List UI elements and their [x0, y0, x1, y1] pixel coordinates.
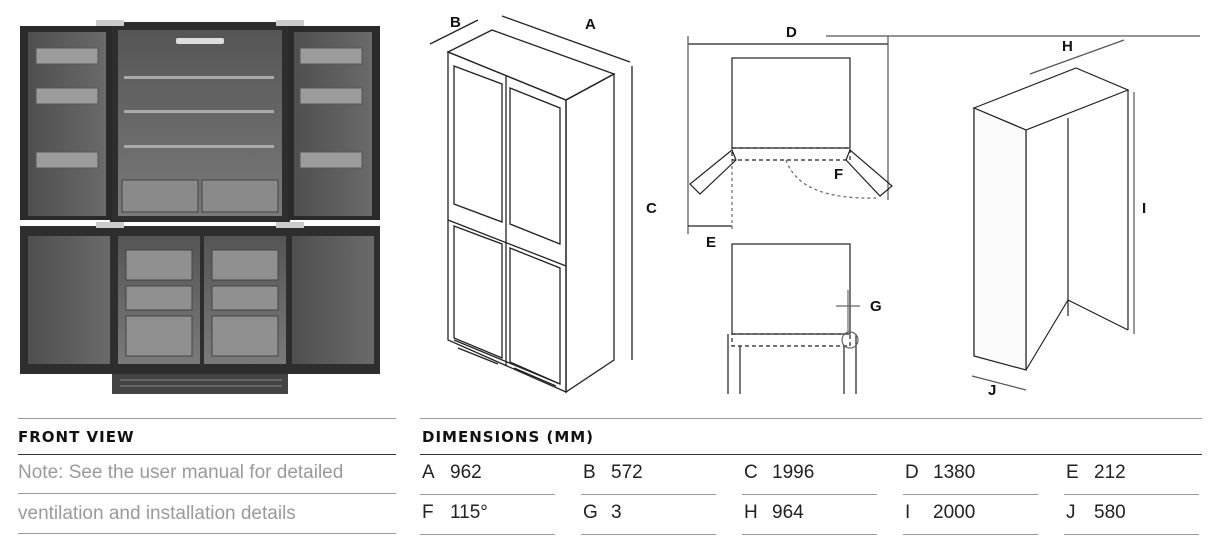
dimension-cell-b: B 572: [581, 454, 716, 495]
dimension-key: G: [583, 502, 598, 523]
dimension-value: 1996: [772, 462, 815, 483]
label-j: J: [988, 382, 997, 399]
dimension-value: 115°: [450, 502, 488, 523]
front-view-header-rule: [18, 454, 396, 455]
label-g: G: [870, 298, 882, 315]
isometric-fridge-drawing: [429, 15, 633, 394]
dimension-cell-j: J 580: [1064, 494, 1199, 535]
label-h: H: [1062, 38, 1073, 55]
dimension-key: A: [422, 462, 435, 483]
dimension-cell-d: D 1380: [903, 454, 1038, 495]
dimension-key: E: [1066, 462, 1079, 483]
dimension-value: 580: [1094, 502, 1126, 523]
cabinet-niche-drawing: [971, 39, 1135, 391]
dimension-cell-g: G 3: [581, 494, 716, 535]
dimension-key: F: [422, 502, 434, 523]
dimension-value: 2000: [933, 502, 976, 523]
dimension-key: C: [744, 462, 758, 483]
label-e: E: [706, 234, 717, 251]
dimensions-top-rule: [420, 418, 1202, 419]
label-c: C: [646, 200, 657, 217]
ventilation-note-line-1: Note: See the user manual for detailed: [18, 462, 344, 483]
dimension-key: J: [1066, 502, 1076, 523]
ventilation-note-line-2: ventilation and installation details: [18, 503, 296, 524]
dimension-value: 1380: [933, 462, 976, 483]
dimension-key: D: [905, 462, 919, 483]
dimension-cell-e: E 212: [1064, 454, 1199, 495]
note-divider: [18, 493, 396, 494]
dimension-cell-a: A 962: [420, 454, 555, 495]
label-a: A: [585, 16, 596, 33]
dimension-value: 3: [611, 502, 622, 523]
gap-detail-drawing: [727, 243, 860, 394]
dimension-key: H: [744, 502, 758, 523]
dimensions-header-rule: [420, 454, 1202, 455]
dimension-cell-c: C 1996: [742, 454, 877, 495]
dimension-cell-i: I 2000: [903, 494, 1038, 535]
technical-drawing: [20, 15, 1200, 394]
dimension-key: B: [583, 462, 596, 483]
label-i: I: [1142, 200, 1147, 217]
label-f: F: [834, 166, 844, 183]
front-view-illustration: [20, 20, 380, 394]
dimension-cell-f: F 115°: [420, 494, 555, 535]
label-d: D: [786, 24, 797, 41]
dimension-value: 572: [611, 462, 643, 483]
front-view-heading: FRONT VIEW: [18, 428, 135, 446]
dimension-value: 964: [772, 502, 804, 523]
dimension-cell-h: H 964: [742, 494, 877, 535]
dimension-value: 212: [1094, 462, 1126, 483]
front-view-top-rule: [18, 418, 396, 419]
dimensions-heading: DIMENSIONS (MM): [422, 428, 595, 446]
label-b: B: [450, 14, 461, 31]
dimension-value: 962: [450, 462, 482, 483]
plan-view-drawing: [687, 35, 1200, 234]
note-bottom-rule: [18, 533, 396, 534]
dimension-key: I: [905, 502, 911, 523]
